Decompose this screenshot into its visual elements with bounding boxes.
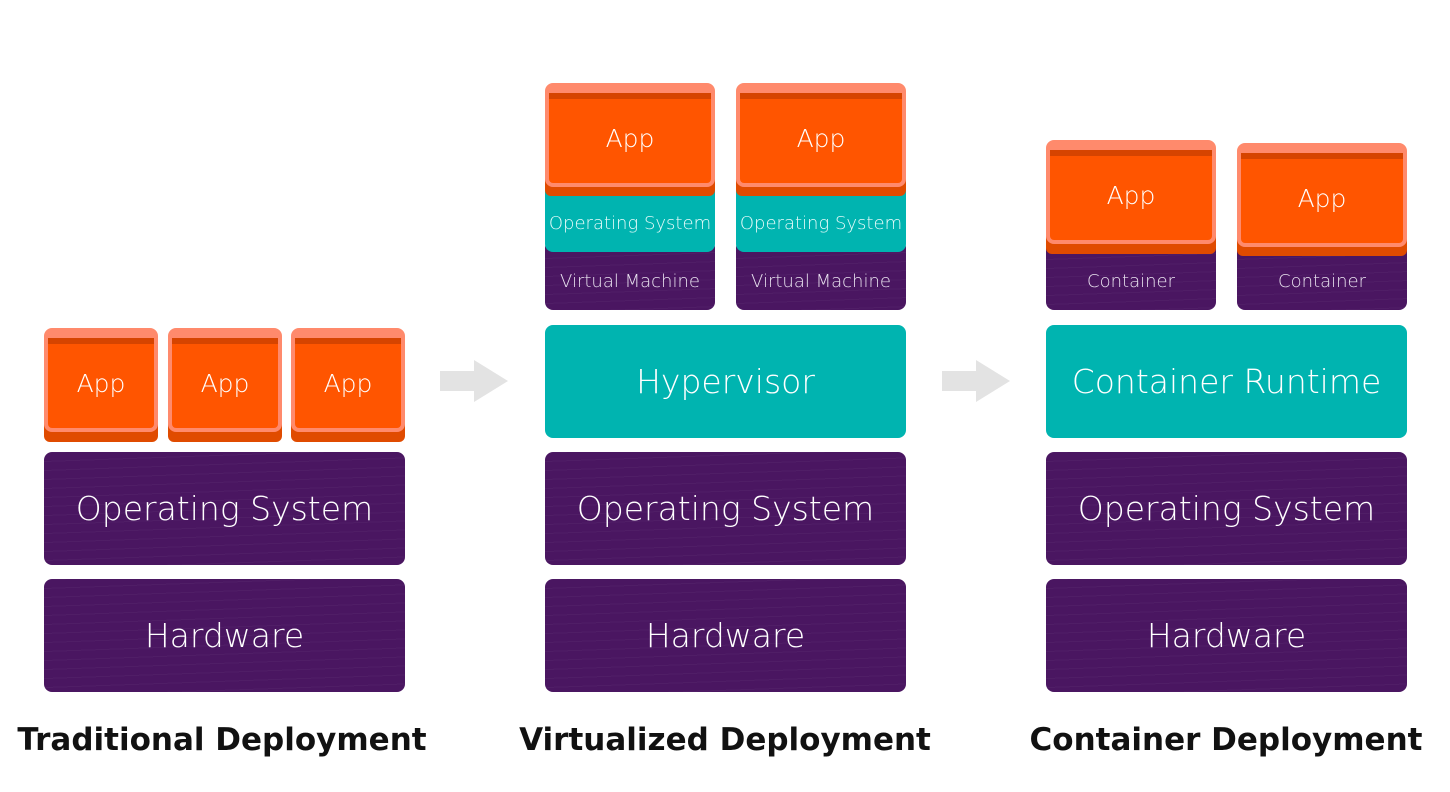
app-block: App bbox=[1237, 143, 1407, 247]
right-arrow-icon bbox=[942, 360, 1010, 402]
hardware-layer: Hardware bbox=[545, 579, 906, 692]
hardware-layer: Hardware bbox=[44, 579, 405, 692]
app-block: App bbox=[1046, 140, 1216, 244]
app-block: App bbox=[168, 328, 282, 432]
os-layer: Operating System bbox=[1046, 452, 1407, 565]
os-layer: Operating System bbox=[545, 452, 906, 565]
hypervisor-layer: Hypervisor bbox=[545, 325, 906, 438]
right-arrow-icon bbox=[440, 360, 508, 402]
vm-os-block: Operating System bbox=[736, 172, 906, 252]
caption-container: Container Deployment bbox=[1029, 722, 1423, 758]
hardware-layer: Hardware bbox=[1046, 579, 1407, 692]
app-block: App bbox=[545, 83, 715, 187]
caption-traditional: Traditional Deployment bbox=[17, 722, 427, 758]
app-block: App bbox=[736, 83, 906, 187]
caption-virtualized: Virtualized Deployment bbox=[519, 722, 931, 758]
app-block: App bbox=[44, 328, 158, 432]
os-layer: Operating System bbox=[44, 452, 405, 565]
app-block: App bbox=[291, 328, 405, 432]
container-runtime-layer: Container Runtime bbox=[1046, 325, 1407, 438]
